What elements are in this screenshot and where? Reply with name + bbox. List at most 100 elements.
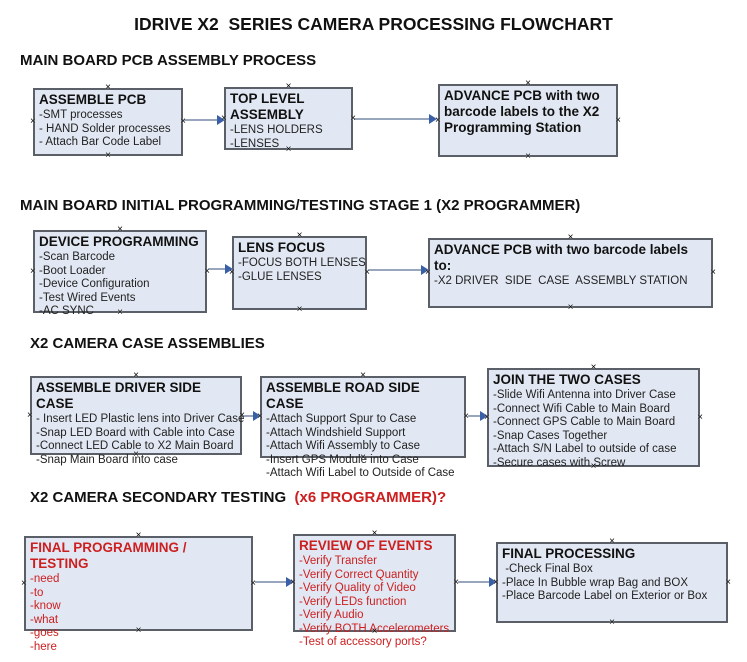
connection-handle-icon: × <box>567 232 574 243</box>
box-item: -LENS HOLDERS <box>230 124 323 136</box>
box-items: -Check Final Box-Place In Bubble wrap Ba… <box>502 563 723 604</box>
box-items: - Insert LED Plastic lens into Driver Ca… <box>36 413 245 467</box>
connection-handle-icon: × <box>360 370 366 381</box>
box-item: -Test of accessory ports? <box>299 636 427 648</box>
connection-handle-icon: × <box>435 114 441 126</box>
section-heading-case-assemblies: X2 CAMERA CASE ASSEMBLIES <box>30 335 265 352</box>
box-item: -Attach Wifi Label to Outside of Case <box>266 467 455 479</box>
flow-box-review-of-events[interactable]: × × × × REVIEW OF EVENTS -Verify Transfe… <box>290 529 459 649</box>
flow-arrow <box>458 577 497 587</box>
box-title: ASSEMBLE ROAD SIDE CASE <box>266 380 420 411</box>
section-heading-text: X2 CAMERA CASE ASSEMBLIES <box>30 335 265 352</box>
connection-handle-icon: × <box>204 265 210 277</box>
flow-box-join-the-two-cases[interactable]: × × × × JOIN THE TWO CASES -Slide Wifi A… <box>484 363 703 472</box>
connection-handle-icon: × <box>725 576 731 588</box>
flow-box-assemble-road-side-case[interactable]: × × × × ASSEMBLE ROAD SIDE CASE -Attach … <box>257 371 469 480</box>
connection-handle-icon: × <box>609 617 615 628</box>
box-item: -Slide Wifi Antenna into Driver Case <box>493 389 676 401</box>
connection-handle-icon: × <box>590 461 597 472</box>
connection-handle-icon: × <box>484 411 490 423</box>
connection-handle-icon: × <box>229 267 235 278</box>
box-items: -Slide Wifi Antenna into Driver Case-Con… <box>493 389 695 470</box>
section-heading-secondary-testing: X2 CAMERA SECONDARY TESTING (x6 PROGRAMM… <box>30 489 446 506</box>
box-items: -LENS HOLDERS-LENSES <box>230 124 348 151</box>
box-item: -need <box>30 573 60 585</box>
box-item: -here <box>30 640 57 653</box>
box-item: -Attach Wifi Assembly to Case <box>266 440 421 452</box>
connection-handle-icon: × <box>239 409 245 421</box>
box-item: -to <box>30 586 44 599</box>
flow-box-top-level-assembly[interactable]: × × × × TOP LEVEL ASSEMBLY -LENS HOLDERS… <box>221 82 356 155</box>
box-items: -SMT processes- HAND Solder processes- A… <box>39 109 178 150</box>
flow-box-assemble-driver-side-case[interactable]: × × × × ASSEMBLE DRIVER SIDE CASE - Inse… <box>27 371 245 466</box>
box-items: -Attach Support Spur to Case-Attach Wind… <box>266 413 461 481</box>
connection-handle-icon: × <box>350 112 356 124</box>
connection-handle-icon: × <box>360 452 366 463</box>
box-title: LENS FOCUS <box>238 240 326 255</box>
flow-box-final-processing[interactable]: × × × × FINAL PROCESSING -Check Final Bo… <box>493 537 731 628</box>
box-item: -Scan Barcode <box>39 251 116 263</box>
connection-handle-icon: × <box>105 150 111 161</box>
box-item: -Place Barcode Label on Exterior or Box <box>502 590 708 602</box>
box-item: - Insert LED Plastic lens into Driver Ca… <box>36 413 245 425</box>
flow-box-lens-focus[interactable]: × × × × LENS FOCUS -FOCUS BOTH LENSES-GL… <box>229 231 370 315</box>
flow-box-assemble-pcb[interactable]: × × × × ASSEMBLE PCB -SMT processes- HAN… <box>30 83 186 161</box>
arrow-head-icon <box>286 577 294 587</box>
box-item: -Check Final Box <box>502 563 593 575</box>
flow-arrow <box>468 411 488 421</box>
connection-handle-icon: × <box>27 409 33 421</box>
box-title: ASSEMBLE PCB <box>39 92 147 107</box>
box-item: -Verify BOTH Accelerometers <box>299 622 450 635</box>
connection-handle-icon: × <box>290 577 296 588</box>
box-item: -Attach Support Spur to Case <box>266 413 417 425</box>
connection-handle-icon: × <box>285 81 292 92</box>
page-title: IDRIVE X2 SERIES CAMERA PROCESSING FLOWC… <box>134 14 613 34</box>
box-item: -Test Wired Events <box>39 291 136 304</box>
section-heading-text: MAIN BOARD INITIAL PROGRAMMING/TESTING S… <box>20 197 581 214</box>
box-items: -FOCUS BOTH LENSES-GLUE LENSES <box>238 257 366 284</box>
connection-handle-icon: × <box>135 530 142 541</box>
connection-handle-icon: × <box>710 267 716 278</box>
box-item: -Attach S/N Label to outside of case <box>493 443 677 455</box>
connection-handle-icon: × <box>590 362 597 373</box>
box-items: -X2 DRIVER SIDE CASE ASSEMBLY STATION <box>434 275 708 289</box>
flow-arrow <box>255 577 294 587</box>
connection-handle-icon: × <box>285 144 292 155</box>
box-item: -Snap Main Board into case <box>36 453 178 466</box>
arrow-head-icon <box>489 577 497 587</box>
box-title: ASSEMBLE DRIVER SIDE CASE <box>36 380 202 411</box>
connection-handle-icon: × <box>697 411 703 423</box>
box-item: -FOCUS BOTH LENSES <box>238 257 366 269</box>
section-heading-red-text: (x6 PROGRAMMER)? <box>294 489 447 506</box>
connection-handle-icon: × <box>180 116 186 127</box>
connection-handle-icon: × <box>117 224 123 235</box>
connection-handle-icon: × <box>493 576 499 588</box>
flow-box-device-programming[interactable]: × × × × DEVICE PROGRAMMING -Scan Barcode… <box>30 225 210 318</box>
box-title: TOP LEVEL ASSEMBLY <box>230 91 305 122</box>
flow-arrow <box>244 411 261 421</box>
box-item: -Place In Bubble wrap Bag and BOX <box>502 576 689 589</box>
box-item: -GLUE LENSES <box>238 270 322 283</box>
box-items: -Scan Barcode-Boot Loader-Device Configu… <box>39 251 202 319</box>
box-title: FINAL PROGRAMMING / TESTING <box>30 540 187 571</box>
box-item: -Connect Wifi Cable to Main Board <box>493 402 671 415</box>
box-item: -LENSES <box>230 137 280 150</box>
box-item: -what <box>30 613 59 626</box>
flow-box-advance-pcb-programming-station[interactable]: × × × × ADVANCE PCB with two barcode lab… <box>435 79 621 162</box>
flow-box-final-programming-testing[interactable]: × × × × FINAL PROGRAMMING / TESTING -nee… <box>21 531 256 653</box>
flow-box-advance-pcb-driver-side[interactable]: × × × × ADVANCE PCB with two barcode lab… <box>425 233 716 313</box>
flow-arrow <box>184 115 225 125</box>
box-item: -Verify LEDs function <box>299 595 407 608</box>
connection-handle-icon: × <box>21 577 27 589</box>
connection-handle-icon: × <box>133 449 139 460</box>
box-title: ADVANCE PCB with two barcode labels to t… <box>444 88 600 135</box>
connection-handle-icon: × <box>296 304 303 315</box>
connection-handle-icon: × <box>30 116 36 127</box>
box-item: -know <box>30 600 61 612</box>
box-item: -Boot Loader <box>39 264 106 277</box>
box-item: -Connect LED Cable to X2 Main Board <box>36 440 234 452</box>
connection-handle-icon: × <box>296 230 303 241</box>
section-heading-pcb-assembly: MAIN BOARD PCB ASSEMBLY PROCESS <box>20 52 316 69</box>
connection-handle-icon: × <box>30 265 36 277</box>
